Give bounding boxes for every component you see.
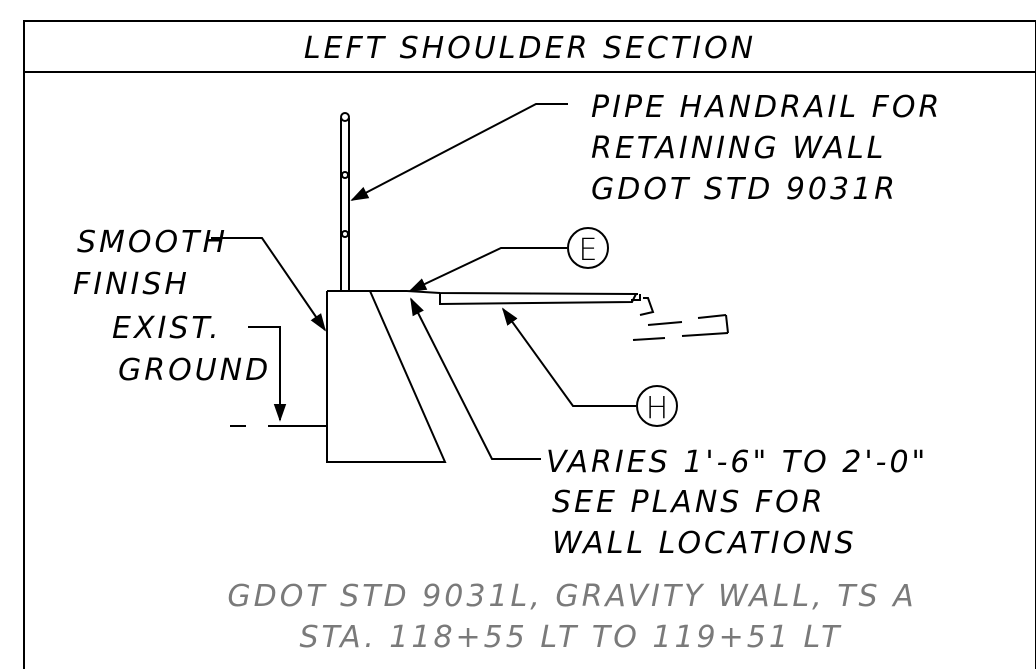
varies-callout: VARIES 1'-6" TO 2'-0" SEE PLANS FOR WALL… [546,445,928,561]
handrail-line-2: RETAINING WALL [591,131,886,166]
sheet-border [23,20,1036,669]
marker-h-label: H [646,391,669,426]
marker-e-bubble: E [567,227,609,269]
exist-ground-callout: EXIST. GROUND [112,311,271,388]
caption-line-2: STA. 118+55 LT TO 119+51 LT [300,620,843,655]
section-title: LEFT SHOULDER SECTION [304,31,756,66]
smooth-finish-line-1: SMOOTH [77,225,228,260]
varies-leader [410,297,541,460]
pipe-handrail [340,112,350,291]
exist-ground-line-2: GROUND [118,353,271,388]
varies-line-1: VARIES 1'-6" TO 2'-0" [546,445,928,480]
exist-ground-leader [248,326,287,422]
shoulder-pavement [406,290,729,341]
handrail-line-3: GDOT STD 9031R [591,172,898,207]
varies-line-3: WALL LOCATIONS [552,526,857,561]
smooth-finish-line-2: FINISH [73,267,190,302]
marker-h-leader [501,307,636,407]
caption-line-1: GDOT STD 9031L, GRAVITY WALL, TS A [227,579,916,614]
gravity-wall [326,290,447,463]
handrail-leader [350,103,568,201]
exist-ground-line-1: EXIST. [112,311,222,346]
handrail-callout: PIPE HANDRAIL FOR RETAINING WALL GDOT ST… [591,90,942,207]
handrail-line-1: PIPE HANDRAIL FOR [591,90,942,125]
smooth-finish-leader [211,237,327,332]
varies-line-2: SEE PLANS FOR [552,485,826,520]
smooth-finish-callout: SMOOTH FINISH [73,225,228,302]
section-caption: GDOT STD 9031L, GRAVITY WALL, TS A STA. … [227,579,916,655]
marker-e-label: E [579,233,598,268]
marker-e-leader [408,247,567,292]
marker-h-bubble: H [636,385,678,427]
